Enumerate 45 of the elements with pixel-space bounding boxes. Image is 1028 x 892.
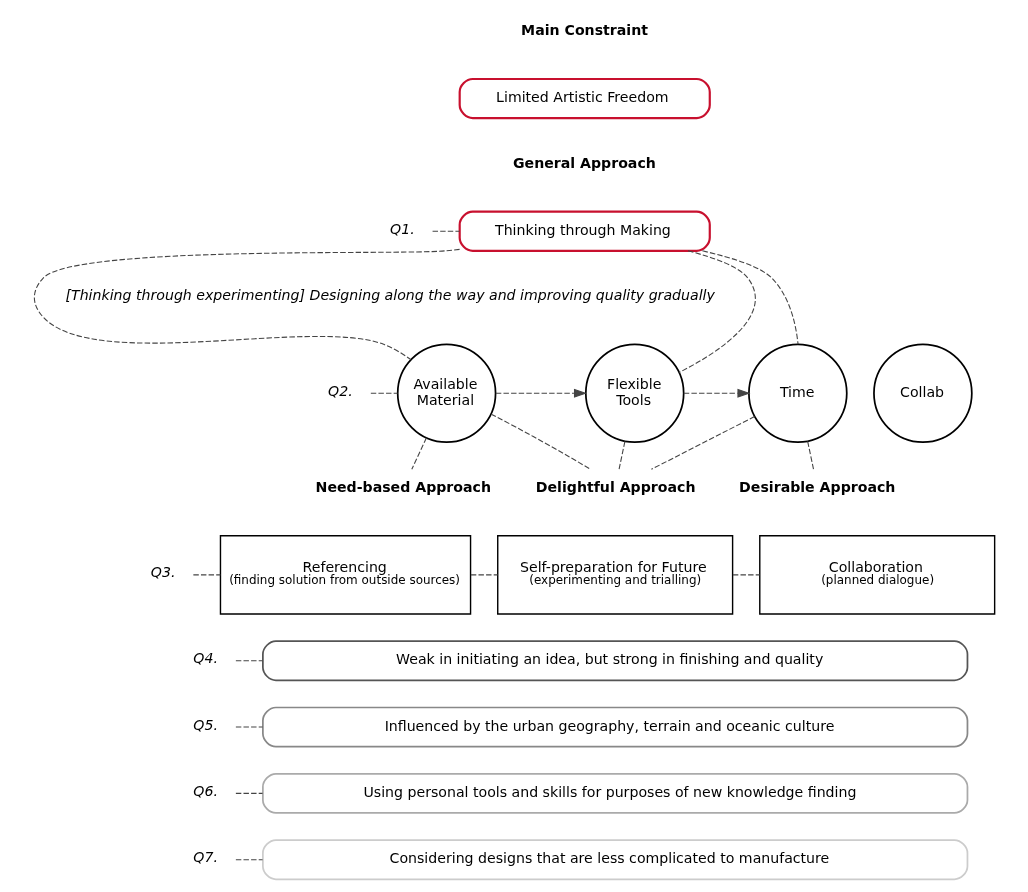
node-text: Delightful Approach [535,478,695,495]
connector [234,726,263,728]
node-box: Thinking through Making [458,210,711,252]
connector [234,859,263,861]
connector [234,792,263,794]
node-text: Q5. [192,716,218,733]
node-circle: Flexible Tools [584,343,685,444]
node-circle: Available Material [396,343,496,444]
node-circle: Collab [872,343,973,444]
connector [806,440,814,470]
arrow [682,388,750,398]
node-text: Need-based Approach [315,478,491,495]
connector [410,437,427,470]
node-box: Limited Artistic Freedom [458,77,711,120]
connector [369,392,398,394]
connector [731,574,760,576]
node-text: Q6. [192,783,218,800]
node-text: Q4. [192,650,218,667]
connector [618,440,625,470]
arrow [494,388,587,398]
connector [33,248,460,361]
node-text: Q3. [150,564,175,581]
node-text: Q1. [389,220,415,237]
connector [650,415,755,470]
connector [469,574,498,576]
node-box: Influenced by the urban geography, terrain and oceanic culture [261,706,968,748]
connector [678,250,756,373]
node-box: Self-preparation for Future (experimenting and trialling) [496,535,733,615]
connector [490,413,591,470]
node-box: Weak in initiating an idea, but strong in finishing and quality [261,640,968,682]
connector [234,660,263,662]
node-box: Referencing (finding solution from outside sources) [219,535,471,615]
node-box: Collaboration (planned dialogue) [758,535,995,615]
node-circle: Time [747,343,848,444]
node-box: Considering designs that are less complicated to manufacture [261,839,968,881]
label: Main Constraint [520,21,648,38]
node-text: Q2. [327,382,353,399]
connector [192,574,221,576]
connector [431,230,460,232]
label: General Approach [512,154,656,171]
node-text: Q7. [192,849,218,866]
node-box: Using personal tools and skills for purposes of new knowledge finding [261,772,968,814]
label: [Thinking through experimenting] Designing along the way and improving quality gradually [65,287,715,304]
node-text: Desirable Approach [738,478,895,495]
connector [701,250,799,345]
